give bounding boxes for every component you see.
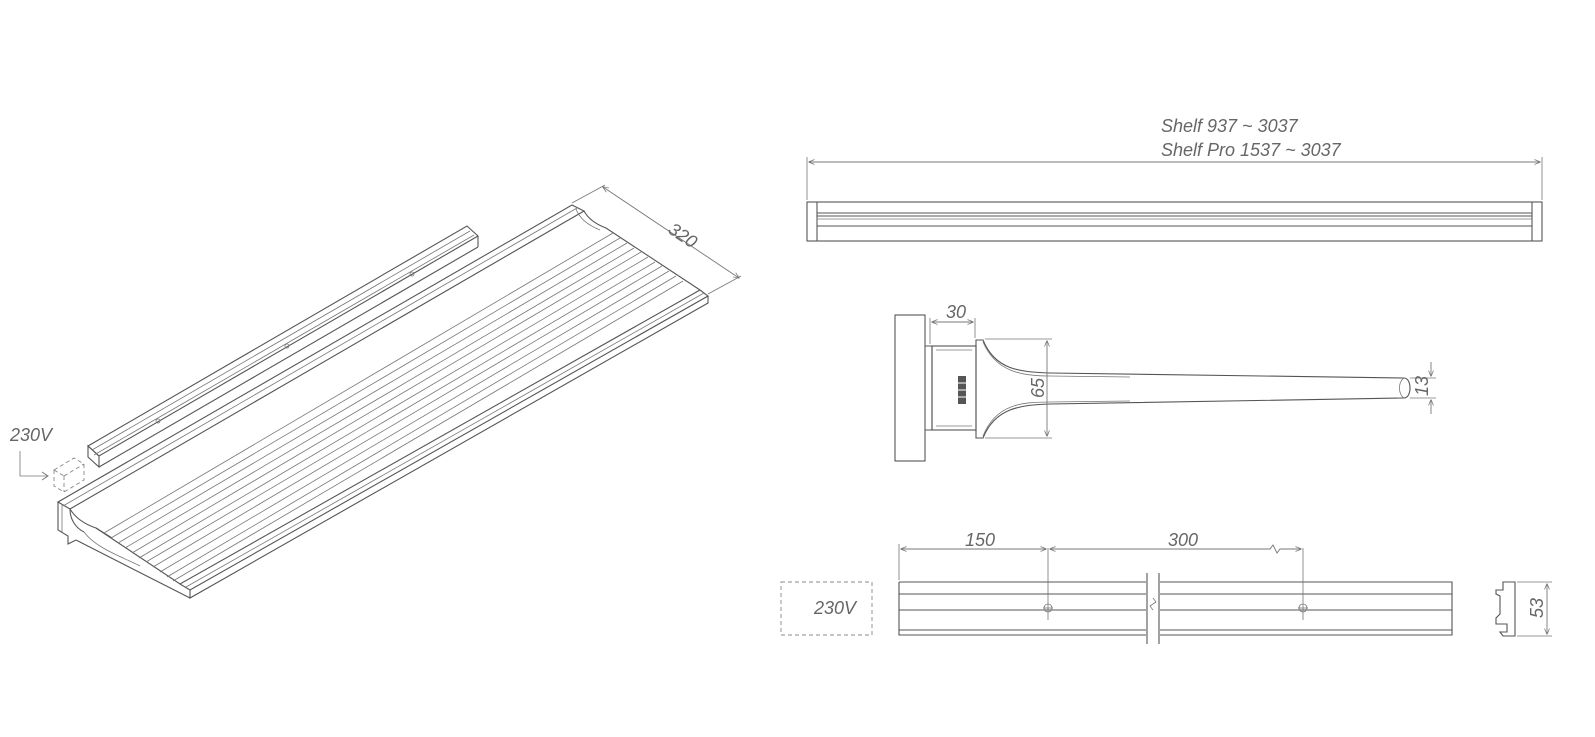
rail-power-label: 230V: [813, 598, 858, 618]
side-wall-rail: [925, 345, 977, 431]
iso-wall-rail: [87, 225, 479, 469]
front-view: Shelf 937 ~ 3037 Shelf Pro 1537 ~ 3037: [806, 116, 1543, 242]
iso-depth-label: 320: [665, 219, 701, 252]
bracket-height-dimension: 65: [985, 338, 1052, 439]
rail-power-box: [780, 581, 873, 636]
length-label-shelf-pro: Shelf Pro 1537 ~ 3037: [1161, 140, 1342, 160]
mounting-hole-2: [1298, 548, 1308, 620]
iso-power-label: 230V: [9, 425, 54, 445]
wall-offset-dimension: 30: [929, 302, 976, 344]
iso-power-leader: [19, 451, 47, 477]
front-shelf-body: [806, 201, 1543, 242]
iso-shelf-slats: [103, 232, 705, 588]
wall-section: [894, 314, 926, 462]
tip-height-label: 13: [1412, 376, 1432, 396]
wall-offset-label: 30: [946, 302, 966, 322]
hole-spacing-label: 300: [1168, 530, 1198, 550]
wall-rail: [898, 548, 1453, 644]
iso-shelf: [56, 204, 710, 599]
side-view: 30 65 13: [894, 302, 1436, 462]
edge-spacing-label: 150: [965, 530, 995, 550]
rail-profile: 53: [1495, 581, 1552, 637]
hole-spacing-dimension: 300: [1050, 530, 1301, 554]
bracket-height-label: 65: [1028, 377, 1048, 398]
rail-view: 230V: [780, 530, 1552, 644]
isometric-view: 230V: [9, 184, 742, 599]
length-label-shelf: Shelf 937 ~ 3037: [1161, 116, 1299, 136]
edge-spacing-dimension: 150: [898, 530, 1046, 580]
mounting-hole-1: [1043, 548, 1053, 620]
tip-height-dimension: 13: [1410, 362, 1436, 414]
profile-height-label: 53: [1527, 598, 1547, 618]
iso-power-box: [53, 457, 85, 493]
